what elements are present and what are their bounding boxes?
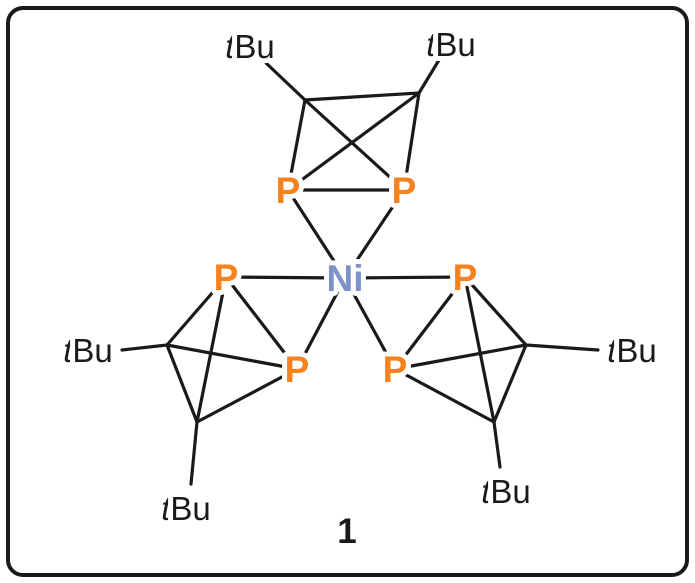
tbu-bu: Bu: [234, 28, 274, 65]
bond: [195, 275, 228, 424]
p-atom-right-outer: P: [453, 257, 478, 298]
bond: [286, 98, 307, 192]
ni-atom-center: Ni: [327, 258, 364, 299]
bond: [303, 91, 421, 102]
p-atom-left-lower: P: [285, 349, 310, 390]
bond-lines: [120, 58, 600, 486]
tbu-label-right: tBu: [607, 332, 657, 369]
bond: [402, 91, 421, 192]
bond: [165, 343, 199, 424]
tbu-bu: Bu: [490, 473, 530, 510]
atom-labels: tBu tBu tBu tBu tBu tBu P P P P P P Ni 1: [58, 21, 662, 551]
tbu-bu: Bu: [435, 26, 475, 63]
bond: [343, 276, 397, 371]
bond: [295, 276, 347, 371]
bond: [463, 275, 496, 424]
p-atom-top-left: P: [276, 170, 301, 211]
bond: [492, 420, 502, 469]
tbu-bu: Bu: [616, 332, 656, 369]
bond: [393, 343, 528, 371]
bond: [343, 188, 406, 280]
bond: [463, 275, 528, 347]
tbu-label-top-left: tBu: [225, 28, 275, 65]
bond: [195, 367, 299, 424]
bond: [286, 188, 347, 280]
p-atom-right-lower: P: [383, 349, 408, 390]
p-atom-left-outer: P: [214, 257, 239, 298]
bond: [224, 275, 299, 371]
bond: [120, 343, 169, 352]
bond: [303, 98, 406, 192]
bond: [343, 275, 467, 280]
bond: [165, 275, 228, 347]
bond: [286, 91, 421, 192]
bond: [393, 367, 496, 424]
bond: [264, 61, 307, 102]
tbu-bu: Bu: [72, 332, 112, 369]
tbu-label-left: tBu: [63, 332, 113, 369]
compound-number-label: 1: [337, 512, 356, 551]
bond: [393, 275, 467, 371]
figure-border: [6, 6, 689, 577]
bond: [165, 343, 299, 371]
bond: [224, 275, 347, 280]
bond: [492, 343, 528, 424]
bond: [189, 420, 199, 486]
tbu-label-bottom-left: tBu: [161, 490, 211, 527]
tbu-label-bottom-right: tBu: [481, 473, 531, 510]
bond: [524, 343, 600, 352]
tbu-bu: Bu: [170, 490, 210, 527]
p-atom-top-right: P: [392, 170, 417, 211]
bond: [417, 58, 441, 95]
tbu-label-top-right: tBu: [426, 26, 476, 63]
